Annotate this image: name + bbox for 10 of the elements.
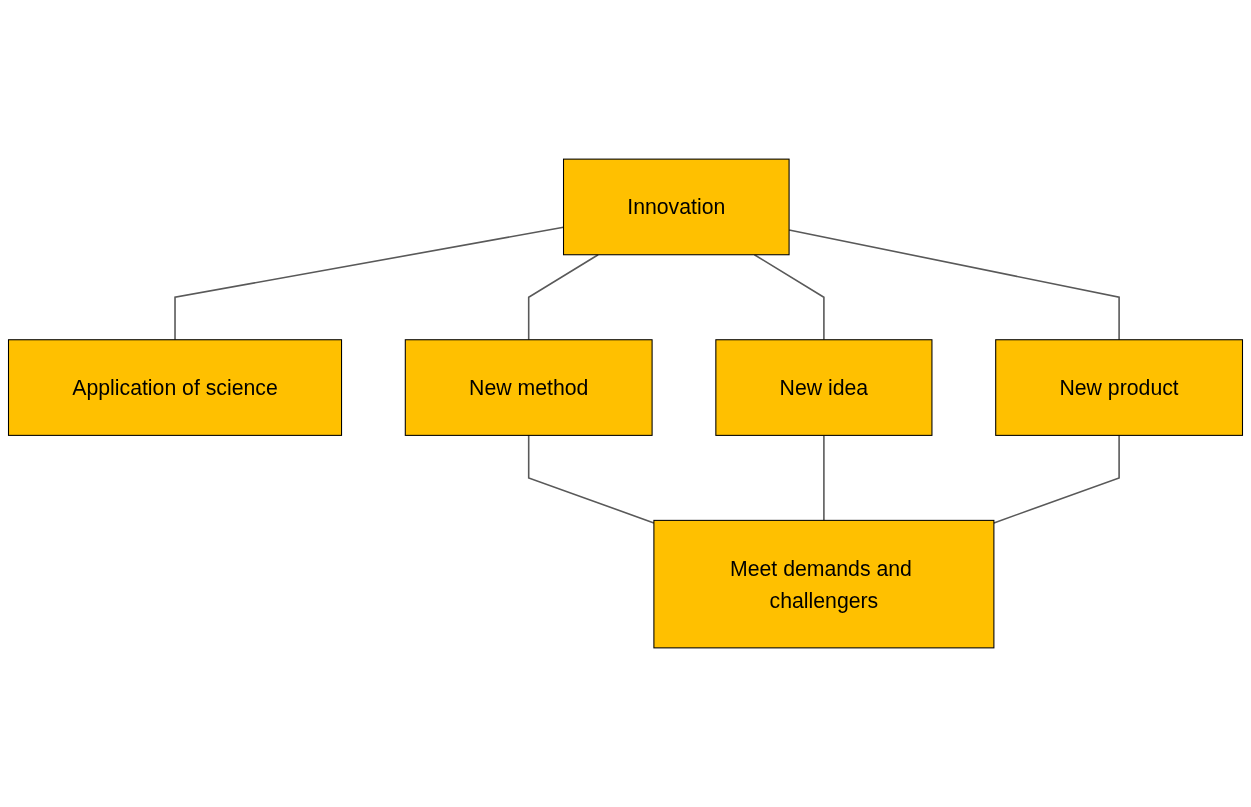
connector <box>993 434 1120 524</box>
node-box: Application of science <box>7 339 343 436</box>
connector <box>753 253 825 341</box>
connector <box>823 434 825 522</box>
connector <box>527 253 599 341</box>
node-box: New method <box>404 339 653 436</box>
node-box: Innovation <box>563 158 790 256</box>
node-box: New product <box>995 339 1244 436</box>
node-box: New idea <box>715 339 933 436</box>
node-box: Meet demands and challengers <box>653 519 995 649</box>
